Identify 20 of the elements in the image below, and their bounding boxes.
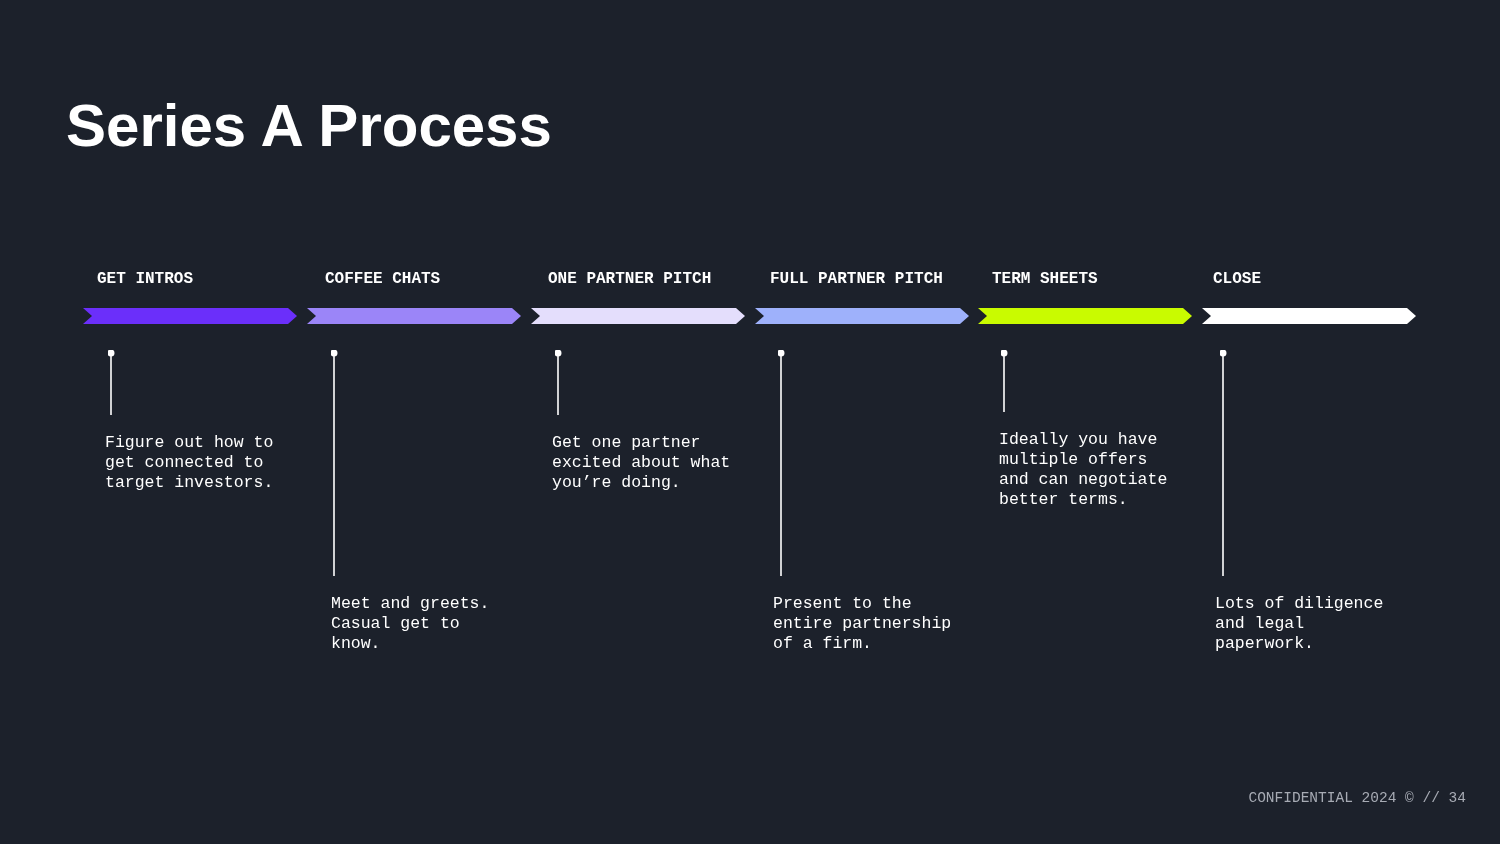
stage-description: Ideally you have multiple offers and can negotiate better terms. [999, 430, 1178, 510]
stage-heading: ONE PARTNER PITCH [548, 269, 712, 289]
leader-line [107, 349, 115, 416]
stage-heading: GET INTROS [97, 269, 193, 289]
stage-heading: COFFEE CHATS [325, 269, 441, 289]
footer-note: CONFIDENTIAL 2024 © // 34 [1248, 789, 1466, 807]
stage-heading: TERM SHEETS [992, 269, 1098, 289]
leader-line [554, 349, 562, 416]
stage-description: Present to the entire partnership of a firm. [773, 594, 952, 654]
leader-line [1000, 349, 1008, 413]
stage-description: Figure out how to get connected to target investors. [105, 433, 284, 493]
stage-description: Lots of diligence and legal paperwork. [1215, 594, 1394, 654]
stage-heading: CLOSE [1213, 269, 1261, 289]
stage-description: Get one partner excited about what you’re doing. [552, 433, 731, 493]
leader-line [330, 349, 338, 577]
slide-title: Series A Process [66, 96, 552, 156]
stage-description: Meet and greets. Casual get to know. [331, 594, 510, 654]
stage-heading: FULL PARTNER PITCH [770, 269, 943, 289]
leader-line [777, 349, 785, 577]
leader-line [1219, 349, 1227, 577]
